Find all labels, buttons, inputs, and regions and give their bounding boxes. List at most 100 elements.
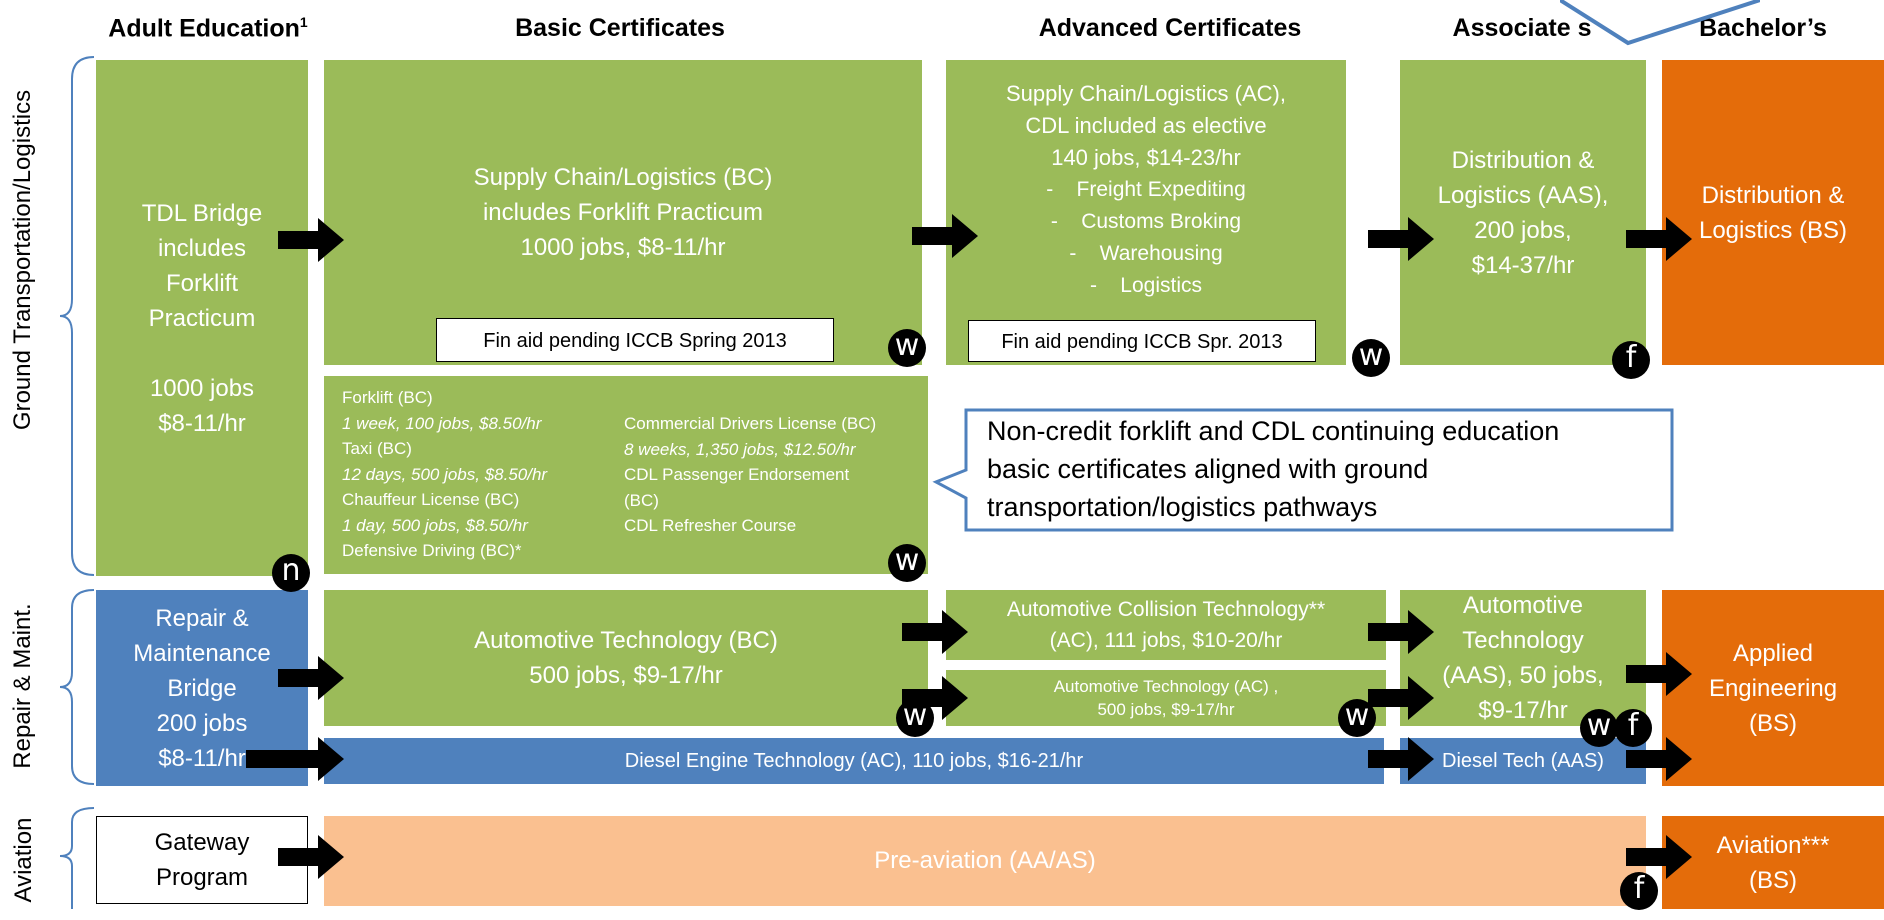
distribution-bs-box: Distribution & Logistics (BS) (1662, 60, 1884, 365)
gateway-program-box: Gateway Program (96, 816, 308, 904)
automotive-ac-line: 500 jobs, $9-17/hr (1097, 700, 1235, 719)
collision-ac-box: Automotive Collision Technology** (AC), … (946, 590, 1386, 660)
repair-bridge-line: Bridge (167, 674, 237, 702)
tdl-bridge-line: includes (157, 234, 247, 262)
automotive-bc-box: Automotive Technology (BC) 500 jobs, $9-… (324, 590, 928, 726)
pre-aviation-box: Pre-aviation (AA/AS) (324, 816, 1646, 906)
arrow-right-icon (912, 214, 978, 258)
noncredit-item: Commercial Drivers License (BC) (624, 414, 877, 433)
noncredit-callout (932, 408, 1674, 532)
noncredit-item-detail: 8 weeks, 1,350 jobs, $12.50/hr (624, 439, 856, 459)
arrow-right-icon (278, 835, 344, 879)
distribution-aas-line: Logistics (AAS), (1437, 181, 1609, 209)
noncredit-item: Forklift (BC) (342, 388, 433, 407)
marker-w-icon: w (888, 329, 926, 367)
noncredit-item-detail: 12 days, 500 jobs, $8.50/hr (342, 464, 548, 484)
arrow-right-icon (1368, 676, 1434, 720)
collision-ac-line: (AC), 111 jobs, $10-20/hr (1049, 629, 1283, 652)
supply-chain-ac-line: Supply Chain/Logistics (AC), (1005, 81, 1286, 106)
aviation-bs-line: Aviation*** (1716, 831, 1830, 859)
collision-ac-line: Automotive Collision Technology** (1006, 598, 1326, 621)
supply-chain-bc-box: Supply Chain/Logistics (BC) includes For… (324, 60, 922, 365)
supply-chain-ac-sub: - Customs Broking (1050, 210, 1242, 233)
header-bachelors: Bachelor’s (1699, 14, 1827, 42)
distribution-aas-line: Distribution & (1451, 146, 1595, 174)
noncredit-item: CDL Refresher Course (624, 516, 797, 535)
callout-line: transportation/logistics pathways (987, 492, 1378, 522)
supply-chain-ac-line: CDL included as elective (1025, 113, 1267, 138)
arrow-right-icon (1626, 737, 1692, 781)
callout-line: Non-credit forklift and CDL continuing e… (987, 416, 1560, 446)
automotive-aas-line: $9-17/hr (1478, 697, 1568, 724)
noncredit-list-left: Forklift (BC) 1 week, 100 jobs, $8.50/hr… (342, 385, 622, 564)
header-adult-education: Adult Education1 (93, 14, 323, 43)
arrow-right-icon (1626, 652, 1692, 696)
tdl-bridge-line: TDL Bridge (141, 199, 263, 227)
distribution-aas-box: Distribution & Logistics (AAS), 200 jobs… (1400, 60, 1646, 365)
arrow-right-icon (278, 218, 344, 262)
brace-aviation (59, 807, 95, 909)
automotive-aas-line: (AAS), 50 jobs, (1442, 662, 1604, 689)
supply-chain-ac-sub: - Warehousing (1069, 242, 1223, 265)
repair-bridge-line: 200 jobs (156, 709, 248, 737)
applied-engineering-line: (BS) (1749, 709, 1797, 737)
noncredit-item: (BC) (624, 490, 659, 510)
aviation-bs-line: (BS) (1749, 866, 1797, 894)
arrow-right-icon (1368, 610, 1434, 654)
supply-chain-ac-box: Supply Chain/Logistics (AC), CDL include… (946, 60, 1346, 365)
noncredit-item: Chauffeur License (BC) (342, 490, 520, 509)
automotive-aas-box: Automotive Technology (AAS), 50 jobs, $9… (1400, 590, 1646, 726)
callout-pointer-fragment (1560, 0, 1760, 46)
applied-engineering-bs-box: Applied Engineering (BS) (1662, 590, 1884, 786)
noncredit-item-detail: 1 week, 100 jobs, $8.50/hr (342, 413, 542, 433)
supply-chain-ac-sub: - Freight Expediting (1046, 178, 1246, 201)
tdl-bridge-line: Practicum (148, 304, 256, 332)
applied-engineering-line: Applied (1732, 639, 1814, 667)
noncredit-item: Taxi (BC) (342, 439, 412, 458)
marker-w-icon: w (1352, 339, 1390, 377)
arrow-right-icon (902, 610, 968, 654)
arrow-right-icon (1368, 217, 1434, 261)
tdl-bridge-line: 1000 jobs (149, 374, 255, 402)
distribution-bs-line: Distribution & (1701, 181, 1845, 209)
tdl-bridge-box: TDL Bridge includes Forklift Practicum 1… (96, 60, 308, 576)
header-adult-education-label: Adult Education (108, 14, 300, 43)
brace-repair (59, 589, 95, 785)
gateway-line: Program (155, 864, 249, 891)
automotive-ac-box: Automotive Technology (AC) , 500 jobs, $… (946, 670, 1386, 726)
noncredit-item-detail: 1 day, 500 jobs, $8.50/hr (342, 515, 528, 535)
header-advanced-certificates: Advanced Certificates (1038, 14, 1302, 42)
supply-chain-ac-finaid-note: Fin aid pending ICCB Spr. 2013 (968, 320, 1316, 362)
marker-n-icon: n (272, 554, 310, 592)
brace-ground (59, 56, 95, 576)
supply-chain-bc-finaid-note: Fin aid pending ICCB Spring 2013 (436, 318, 834, 362)
marker-w-icon: w (888, 544, 926, 582)
noncredit-item: CDL Passenger Endorsement (624, 465, 850, 484)
tdl-bridge-line: Forklift (166, 269, 238, 297)
applied-engineering-line: Engineering (1708, 674, 1838, 702)
repair-bridge-box: Repair & Maintenance Bridge 200 jobs $8-… (96, 590, 308, 786)
arrow-right-icon (246, 737, 344, 781)
arrow-right-icon (1368, 737, 1434, 781)
distribution-aas-line: $14-37/hr (1471, 251, 1575, 279)
distribution-aas-line: 200 jobs, (1474, 216, 1572, 244)
callout-line: basic certificates aligned with ground (987, 454, 1429, 484)
automotive-bc-line: 500 jobs, $9-17/hr (529, 662, 723, 689)
repair-bridge-line: Repair & (155, 604, 249, 632)
marker-w-icon: w (1580, 709, 1618, 747)
arrow-right-icon (1626, 835, 1692, 879)
marker-f-icon: f (1620, 872, 1658, 910)
distribution-bs-line: Logistics (BS) (1698, 216, 1848, 244)
automotive-bc-line: Automotive Technology (BC) (474, 627, 778, 654)
tdl-bridge-line: $8-11/hr (158, 409, 246, 437)
marker-w-icon: w (1338, 699, 1376, 737)
gateway-line: Gateway (154, 829, 250, 856)
marker-f-icon: f (1614, 709, 1652, 747)
supply-chain-bc-line: Supply Chain/Logistics (BC) (473, 164, 773, 191)
repair-bridge-line: Maintenance (133, 639, 271, 667)
supply-chain-bc-line: 1000 jobs, $8-11/hr (520, 234, 726, 261)
header-adult-education-footnote: 1 (299, 14, 308, 30)
noncredit-list-right: Commercial Drivers License (BC) 8 weeks,… (624, 411, 924, 539)
arrow-right-icon (278, 656, 344, 700)
